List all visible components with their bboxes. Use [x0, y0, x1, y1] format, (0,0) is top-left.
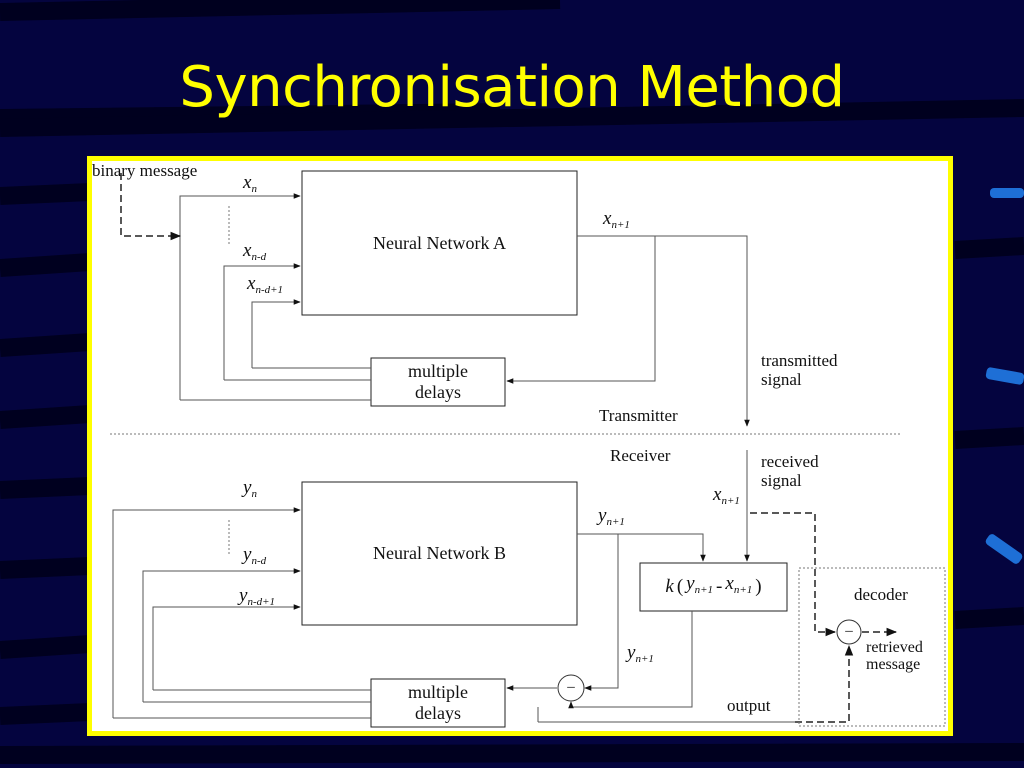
delays-b-label: multiple delays [408, 682, 468, 723]
var-xn: xn [243, 172, 257, 196]
subtract-node [557, 674, 585, 702]
formula-box [639, 562, 788, 612]
delays-b-box [370, 678, 506, 728]
neural-network-b-box [301, 481, 578, 626]
var-ynd1: yn-d+1 [239, 585, 276, 609]
var-xn1-received: xn+1 [713, 484, 740, 508]
delays-a-label: multiple delays [408, 361, 468, 402]
slide-title: Synchronisation Method [179, 55, 845, 120]
decoder-subtract-node [836, 619, 862, 645]
var-yn1-output: yn+1 [598, 505, 625, 529]
neural-network-b-label: Neural Network B [373, 543, 506, 563]
receiver-label: Receiver [610, 446, 671, 465]
formula-x: xn+1 [725, 573, 753, 597]
decoder-subtract-sign: – [845, 623, 853, 639]
var-xnd: xn-d [243, 240, 267, 264]
output-label: output [727, 696, 771, 715]
formula-minus: - [716, 576, 723, 597]
formula-close-paren: ) [755, 576, 762, 597]
subtract-sign: – [567, 679, 575, 695]
formula-k: k ( yn+1 - xn+1 ) [640, 563, 787, 611]
decorative-stripe [990, 188, 1024, 198]
neural-network-a-label: Neural Network A [373, 232, 506, 253]
diagram-frame: binary message Neural Network A Neural N… [87, 156, 953, 736]
retrieved-message-label: retrieved message [866, 639, 923, 673]
formula-open-paren: ( [676, 576, 684, 597]
binary-message-label: binary message [92, 161, 198, 180]
received-signal-label: received signal [761, 452, 819, 490]
var-yn: yn [243, 477, 257, 501]
transmitter-label: Transmitter [599, 406, 678, 425]
formula-y: yn+1 [686, 573, 714, 597]
var-xnd1: xn-d+1 [247, 273, 284, 297]
var-yn1-feedback: yn+1 [627, 642, 654, 666]
formula-k-symbol: k [665, 576, 674, 597]
transmitted-signal-label: transmitted signal [761, 351, 838, 389]
delays-a-box [370, 357, 506, 407]
var-ynd: yn-d [243, 544, 267, 568]
neural-network-a-box [301, 170, 578, 316]
decoder-label: decoder [854, 585, 908, 604]
diagram-lines [110, 170, 946, 728]
var-xn1-transmitter: xn+1 [603, 208, 630, 232]
